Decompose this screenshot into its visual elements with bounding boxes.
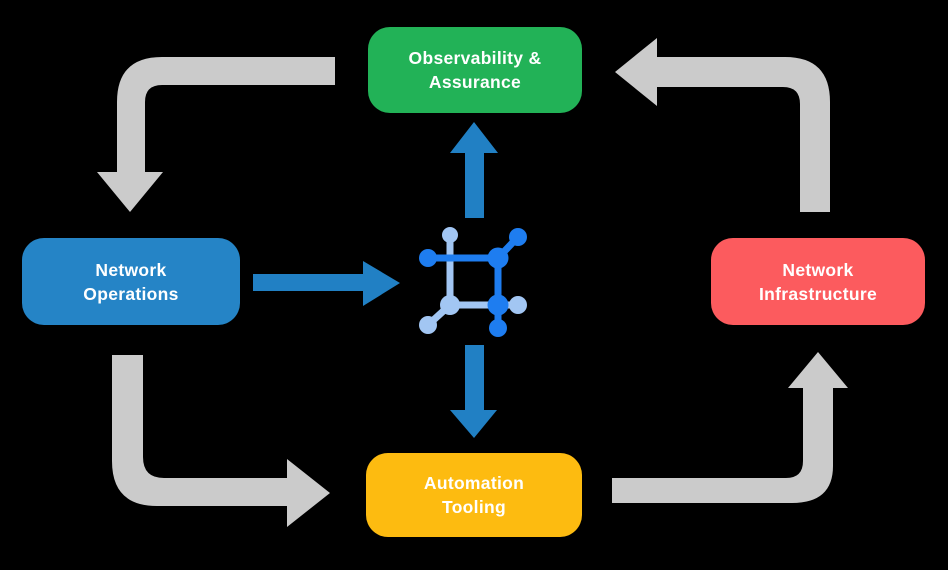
node-label-line: Observability & bbox=[408, 48, 542, 68]
node-observability-assurance: Observability & Assurance bbox=[368, 27, 582, 113]
arrow-platform-to-observability bbox=[450, 122, 498, 218]
arrow-operations-to-platform bbox=[253, 261, 400, 306]
arrow-observability-to-operations bbox=[97, 57, 335, 212]
icon-node-top bbox=[442, 227, 458, 243]
node-label-line: Network bbox=[782, 259, 854, 280]
icon-node-tr-corner bbox=[487, 247, 509, 269]
icon-light-nodes bbox=[419, 227, 527, 334]
arrow-platform-to-automation bbox=[450, 345, 497, 438]
node-network-operations: Network Operations bbox=[22, 238, 240, 325]
node-label-line: Tooling bbox=[442, 497, 506, 517]
node-label-line: Assurance bbox=[428, 72, 522, 92]
node-network-infrastructure: Network Infrastructure bbox=[711, 238, 925, 325]
icon-node-bl-corner bbox=[440, 295, 460, 315]
icon-node-bl-outer bbox=[419, 316, 437, 334]
node-label-line: Network bbox=[95, 259, 167, 280]
node-label-line: Infrastructure bbox=[759, 283, 877, 304]
arrow-infrastructure-to-observability bbox=[615, 38, 830, 212]
node-label-line: Operations bbox=[83, 283, 179, 304]
icon-node-br-corner bbox=[487, 294, 509, 316]
arrow-automation-to-infrastructure bbox=[612, 352, 848, 503]
icon-dark-nodes bbox=[419, 228, 527, 337]
icon-node-right bbox=[509, 296, 527, 314]
node-automation-tooling: Automation Tooling bbox=[366, 453, 582, 537]
icon-node-tr-outer bbox=[509, 228, 527, 246]
icon-node-left bbox=[419, 249, 437, 267]
network-topology-icon bbox=[419, 227, 527, 337]
arrow-operations-to-automation bbox=[112, 355, 330, 527]
icon-node-bottom bbox=[489, 319, 507, 337]
node-label-line: Automation bbox=[423, 473, 525, 493]
